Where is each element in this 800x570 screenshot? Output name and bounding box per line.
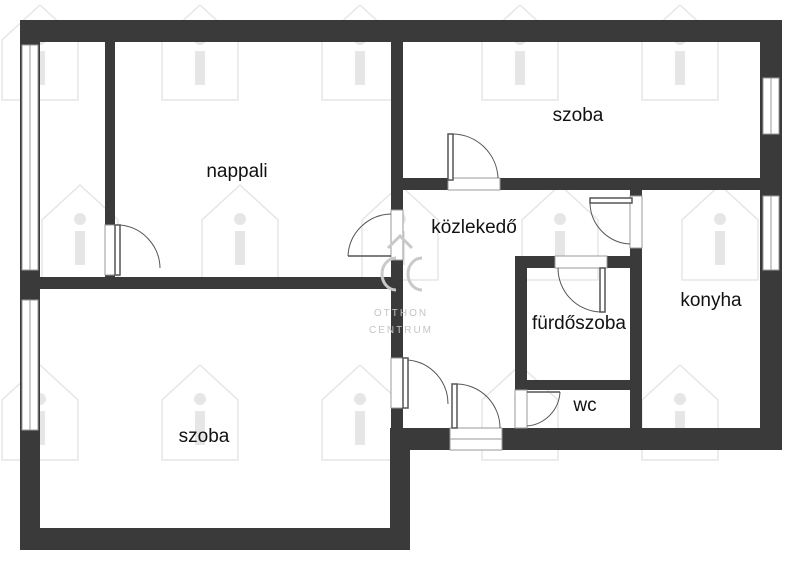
watermark-info-dot — [74, 213, 86, 225]
watermark-info-bar — [195, 51, 205, 85]
door-opening-closet — [104, 224, 116, 276]
watermark-house-info-icon — [321, 363, 399, 461]
outer-wall-step-vertical — [390, 428, 410, 550]
room-label-hallway: közlekedő — [431, 217, 517, 238]
watermark-house-info-icon — [1, 363, 79, 461]
watermark-info-bar — [515, 51, 525, 85]
door-arc-wc — [526, 391, 561, 427]
wall-bath-bottom — [515, 380, 642, 390]
door-arc-kitchen — [589, 202, 631, 245]
watermark-info-dot — [714, 213, 726, 225]
outer-wall-bottom-right — [390, 428, 782, 450]
outer-wall-top-left — [20, 20, 405, 42]
door-leaf-entrance — [451, 383, 458, 429]
logo-text-line2: CENTRUM — [369, 325, 433, 336]
logo-c-left — [380, 256, 397, 292]
door-leaf-bedroom-bottom — [402, 357, 409, 409]
watermark-info-bar — [555, 231, 565, 265]
outer-wall-top-right — [395, 20, 782, 42]
wall-living-bedroom — [20, 277, 402, 289]
room-labels: nappali szoba közlekedő fürdőszoba konyh… — [179, 105, 742, 447]
door-arc-bedroom-top — [452, 133, 499, 179]
watermark-info-bar — [355, 411, 365, 445]
room-label-kitchen: konyha — [680, 290, 742, 311]
watermark-info-bar — [675, 51, 685, 85]
room-label-bathroom: fürdőszoba — [532, 313, 626, 334]
door-arc-bath — [557, 267, 601, 313]
door-opening-kitchen — [629, 195, 643, 249]
door-opening-bath — [554, 255, 608, 269]
watermark-info-dot — [674, 393, 686, 405]
door-arc-living — [347, 213, 392, 257]
door-leaf-kitchen — [589, 197, 633, 204]
watermark-house-info-icon — [161, 363, 239, 461]
door-leaf-bath — [599, 267, 606, 313]
otthon-centrum-logo: OTTHON CENTRUM — [369, 233, 433, 336]
room-label-bedroom-bottom: szoba — [179, 426, 230, 447]
windows — [21, 44, 780, 431]
door-opening-bedroom-top — [447, 177, 501, 191]
door-opening-living — [390, 209, 404, 261]
doors — [104, 133, 643, 451]
room-label-toilet: wc — [572, 395, 596, 416]
watermark-house-info-icon — [521, 183, 599, 281]
logo-c-right — [406, 256, 423, 292]
watermark-info-bar — [195, 411, 205, 445]
logo-roof-icon — [386, 233, 414, 250]
watermark-info-bar — [355, 51, 365, 85]
door-leaf-bedroom-top — [447, 133, 454, 181]
watermark-info-dot — [234, 213, 246, 225]
watermark-house-info-icon — [361, 183, 439, 281]
room-label-living: nappali — [206, 161, 267, 182]
watermark-house-info-icon — [681, 183, 759, 281]
door-opening-bedroom-bottom — [390, 357, 404, 409]
logo-text-line1: OTTHON — [374, 308, 428, 319]
watermark-info-bar — [75, 231, 85, 265]
watermark-info-dot — [554, 213, 566, 225]
watermark-info-bar — [715, 231, 725, 265]
door-opening-wc — [514, 389, 528, 429]
wall-bath-left — [515, 256, 527, 390]
room-label-bedroom-top: szoba — [553, 105, 604, 126]
wall-kitchen-left — [630, 186, 642, 438]
door-arc-entrance — [456, 383, 501, 429]
wall-closet — [105, 40, 115, 280]
outer-wall-bottom-left — [20, 528, 410, 550]
door-leaf-closet — [114, 224, 121, 276]
door-arc-bedroom-bottom — [407, 359, 449, 405]
watermark-info-dot — [194, 393, 206, 405]
door-arc-closet — [119, 224, 161, 269]
watermark-info-bar — [235, 231, 245, 265]
watermark-info-dot — [354, 393, 366, 405]
